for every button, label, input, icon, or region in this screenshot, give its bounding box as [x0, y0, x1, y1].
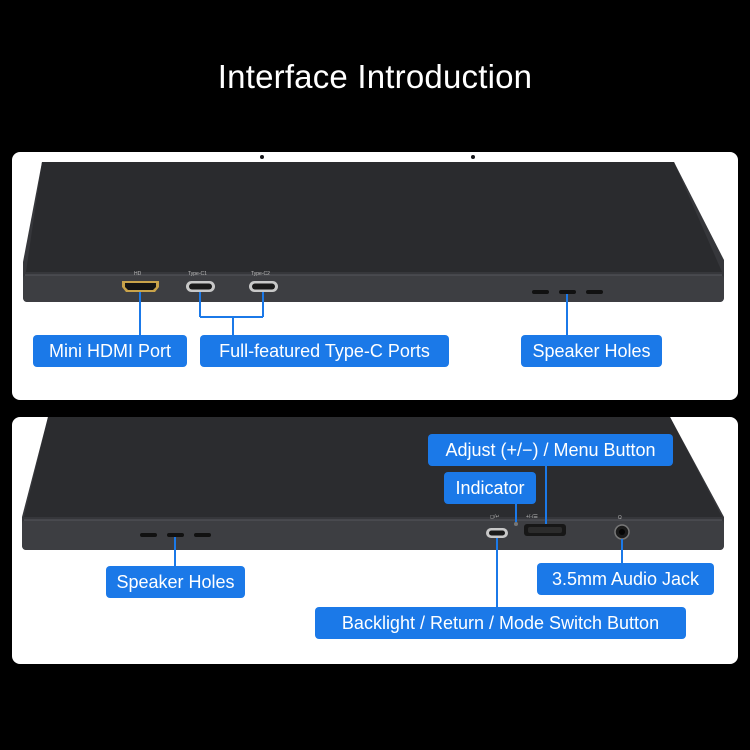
indicator-light	[514, 522, 518, 526]
speaker-holes-callout-top: Speaker Holes	[521, 335, 662, 367]
device-top-view	[23, 155, 724, 335]
bottom-panel: ◻/↵ +/-/☰ Ω Adjust (+/−) / Menu Button I…	[12, 417, 738, 664]
button-marking-2: +/-/☰	[526, 514, 538, 520]
mini-hdmi-callout: Mini HDMI Port	[33, 335, 187, 367]
indicator-callout: Indicator	[444, 472, 536, 504]
button-marking-1: ◻/↵	[490, 514, 500, 520]
audio-jack	[614, 524, 630, 540]
bottom-leader-lines	[174, 465, 623, 607]
audio-jack-callout: 3.5mm Audio Jack	[537, 563, 714, 595]
backlight-callout: Backlight / Return / Mode Switch Button	[315, 607, 686, 639]
top-leader-lines	[139, 292, 568, 335]
speaker-holes-callout-bottom: Speaker Holes	[106, 566, 245, 598]
type-c1-port-label: Type-C1	[188, 271, 207, 277]
adjust-menu-button	[524, 524, 566, 536]
type-c-ports-callout: Full-featured Type-C Ports	[200, 335, 449, 367]
mini-hdmi-port	[122, 281, 159, 292]
page-title: Interface Introduction	[217, 58, 533, 95]
speaker-holes-bottom	[140, 533, 211, 537]
type-c2-port-label: Type-C2	[251, 271, 270, 277]
adjust-menu-callout: Adjust (+/−) / Menu Button	[428, 434, 673, 466]
speaker-holes-top	[532, 290, 603, 294]
top-panel: HD Type-C1 Type-C2 Mini HDMI Port Full-f…	[12, 152, 738, 400]
backlight-button	[486, 528, 508, 538]
type-c-port-1	[186, 281, 215, 292]
hd-port-label: HD	[134, 271, 142, 277]
type-c-port-2	[249, 281, 278, 292]
headphone-marking-icon: Ω	[618, 515, 622, 521]
